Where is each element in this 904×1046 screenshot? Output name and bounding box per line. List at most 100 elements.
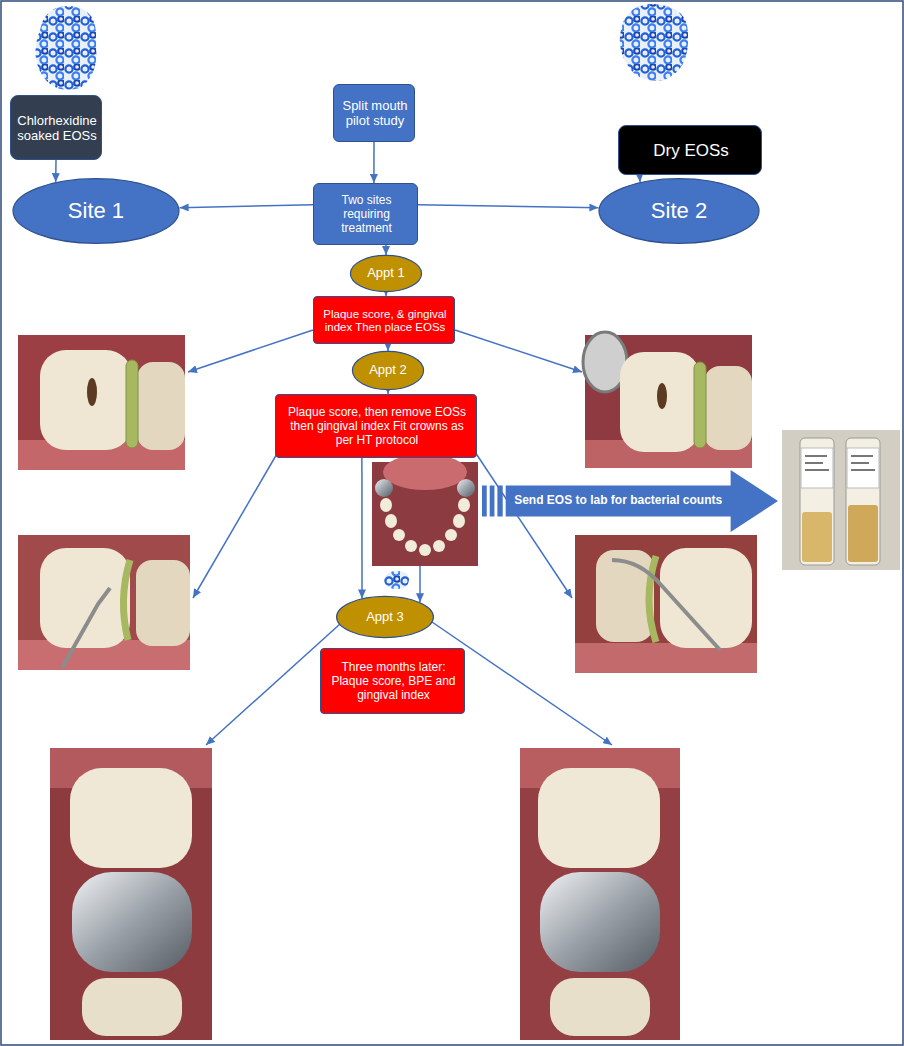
photo-arrow [188,330,313,372]
photo-lower-arch [372,454,478,566]
steel-crown [540,872,660,972]
tooth [393,529,405,541]
node-text: Site 1 [68,198,124,223]
tooth [405,540,417,552]
text-area: Two sites requiring treatment [319,188,414,242]
tooth [550,978,650,1036]
process-box: Two sites requiring treatment [313,183,418,245]
photo-appt2-site1 [18,535,190,670]
text-area: Site 1 [30,187,161,235]
node-text: Chlorhexidine soaked EOSs [16,114,98,144]
text-area: Appt 3 [347,602,423,632]
text-area: Site 2 [616,187,742,235]
tube [846,438,880,565]
text-area: Split mouth pilot study [339,89,411,139]
flow-arrow [55,160,57,182]
tube-label [801,448,833,488]
node-text: Appt 1 [367,266,405,281]
flow-arrow [418,205,598,208]
photo-appt1-site1 [18,335,185,470]
photo-ground [520,748,680,1040]
appointment-ellipse-outline [337,596,434,637]
tooth [419,544,431,556]
flow-arrow [385,245,387,255]
photo-sample-tubes [782,430,900,570]
block-arrow: Send EOS to lab for bacterial counts [482,470,778,532]
node-text: Appt 3 [366,610,404,625]
sample-liquid [848,505,878,562]
tooth [433,540,445,552]
node-text: Three months later: Plaque score, BPE an… [326,661,461,702]
flow-arrow [387,344,389,351]
procedure-box: Three months later: Plaque score, BPE an… [320,648,465,714]
caries [657,383,667,409]
photo-appt3-site1 [50,748,212,1040]
photo-arrows [188,330,612,745]
material-box: Chlorhexidine soaked EOSs [10,95,102,160]
appointment-ellipse-outline [352,351,423,389]
flow-arrow [361,458,363,599]
tooth [538,768,660,868]
tooth [40,350,132,450]
photo-arrow [455,330,582,372]
process-box: Split mouth pilot study [333,84,415,142]
separator-band [649,556,656,642]
tooth [40,548,130,648]
arrow-stripe [482,486,487,517]
appointment-ellipse: Appt 3 [336,596,434,638]
pellets [620,4,688,81]
text-area: Three months later: Plaque score, BPE an… [326,653,461,711]
photo-ground [50,748,212,1040]
probe [612,560,720,650]
site-ellipse-outline [599,179,759,244]
tongue [383,454,467,490]
photo-arrow [193,452,278,598]
tooth [458,498,470,512]
photo-ground [782,430,900,570]
text-area: Chlorhexidine soaked EOSs [16,100,98,157]
arrow-stripe [497,486,502,517]
tooth [82,978,182,1036]
appointment-ellipse: Appt 2 [352,351,424,390]
tooth [704,366,752,450]
tooth [385,514,397,528]
tooth [596,550,654,642]
site-ellipse: Site 1 [12,178,180,244]
tooth [620,352,700,452]
tooth [453,514,465,528]
tooth [70,768,192,868]
steel-crown [375,479,393,497]
text-area: Plaque score, then remove EOSs then ging… [281,399,473,455]
photo-ground [18,335,185,470]
node-text: Two sites requiring treatment [319,194,414,235]
node-text: Plaque score, & gingival index Then plac… [319,308,451,334]
node-text: Split mouth pilot study [339,99,411,129]
photo-arrow [475,452,572,598]
separator-band [694,362,706,448]
site-ellipse: Site 2 [598,178,760,244]
node-text: Plaque score, then remove EOSs then ging… [281,406,473,447]
site-ellipse-outline [13,179,179,244]
flow-arrow [639,175,641,182]
label-mark [851,455,873,457]
label-mark [805,462,823,464]
sample-liquid [802,512,832,562]
tube-label [847,448,879,488]
photo-ground [18,535,190,670]
steel-crown [72,872,192,972]
node-text: Send EOS to lab for bacterial counts [514,494,722,508]
photo-appt2-site2 [575,535,757,673]
label-mark [851,462,869,464]
arrow-outline [506,470,778,532]
separator-band [123,560,130,640]
tube [800,438,834,565]
text-area: Plaque score, & gingival index Then plac… [319,301,451,341]
flow-arrow [373,142,375,183]
label-mark [851,469,875,471]
probe [62,588,110,668]
photo-appt3-site2 [520,748,680,1040]
arrow-stripe [490,486,495,517]
